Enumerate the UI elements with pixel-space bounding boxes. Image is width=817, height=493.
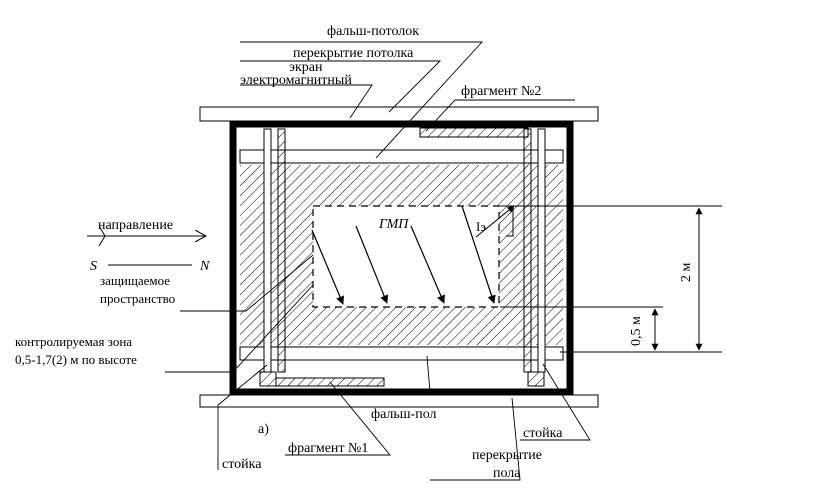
false-floor-label: фальш-пол — [371, 407, 437, 422]
false-ceiling — [239, 149, 564, 164]
direction-arrow-left-tick — [98, 225, 106, 247]
dimension-2m-label: 2 м — [679, 263, 694, 283]
fragment-1-label: фрагмент №1 — [288, 441, 368, 456]
zone-label-line1: контролируемая зона — [15, 334, 132, 349]
protected-label-line2: пространство — [100, 291, 175, 306]
left-post-label: стойка — [222, 457, 262, 472]
dimension-05m — [500, 306, 663, 351]
floor-slab — [199, 394, 599, 408]
dimension-2m — [500, 205, 722, 353]
direction-label: направление — [98, 218, 173, 233]
ceiling-slab — [199, 106, 599, 122]
gmp-label: ГМП — [378, 217, 409, 232]
fragment-2 — [419, 127, 545, 387]
north-label: N — [199, 259, 210, 274]
screen-label-line2: электромагнитный — [240, 73, 352, 88]
ie-label: Iэ — [476, 219, 486, 234]
floor-slab-label-line1: перекрытие — [472, 448, 542, 463]
figure-label: а) — [258, 422, 269, 437]
ceiling-slab-label: перекрытие потолка — [293, 46, 414, 61]
screen-label-line1: экран — [289, 60, 323, 75]
floor-slab-label-line2: пола — [493, 466, 521, 481]
gmp-arrows — [311, 205, 496, 305]
zone-label-line2: 0,5-1,7(2) м по высоте — [15, 352, 137, 367]
fragment-2-label: фрагмент №2 — [461, 84, 541, 99]
protected-label-line1: защищаемое — [100, 273, 170, 288]
south-label: S — [90, 259, 97, 274]
ie-arrow — [475, 205, 515, 238]
right-post-label: стойка — [523, 426, 563, 441]
dimension-05m-label: 0,5 м — [629, 316, 644, 346]
false-ceiling-label: фальш-потолок — [327, 24, 419, 39]
false-floor — [239, 346, 564, 361]
leader-lines — [165, 41, 591, 481]
fragment-1 — [259, 371, 385, 387]
